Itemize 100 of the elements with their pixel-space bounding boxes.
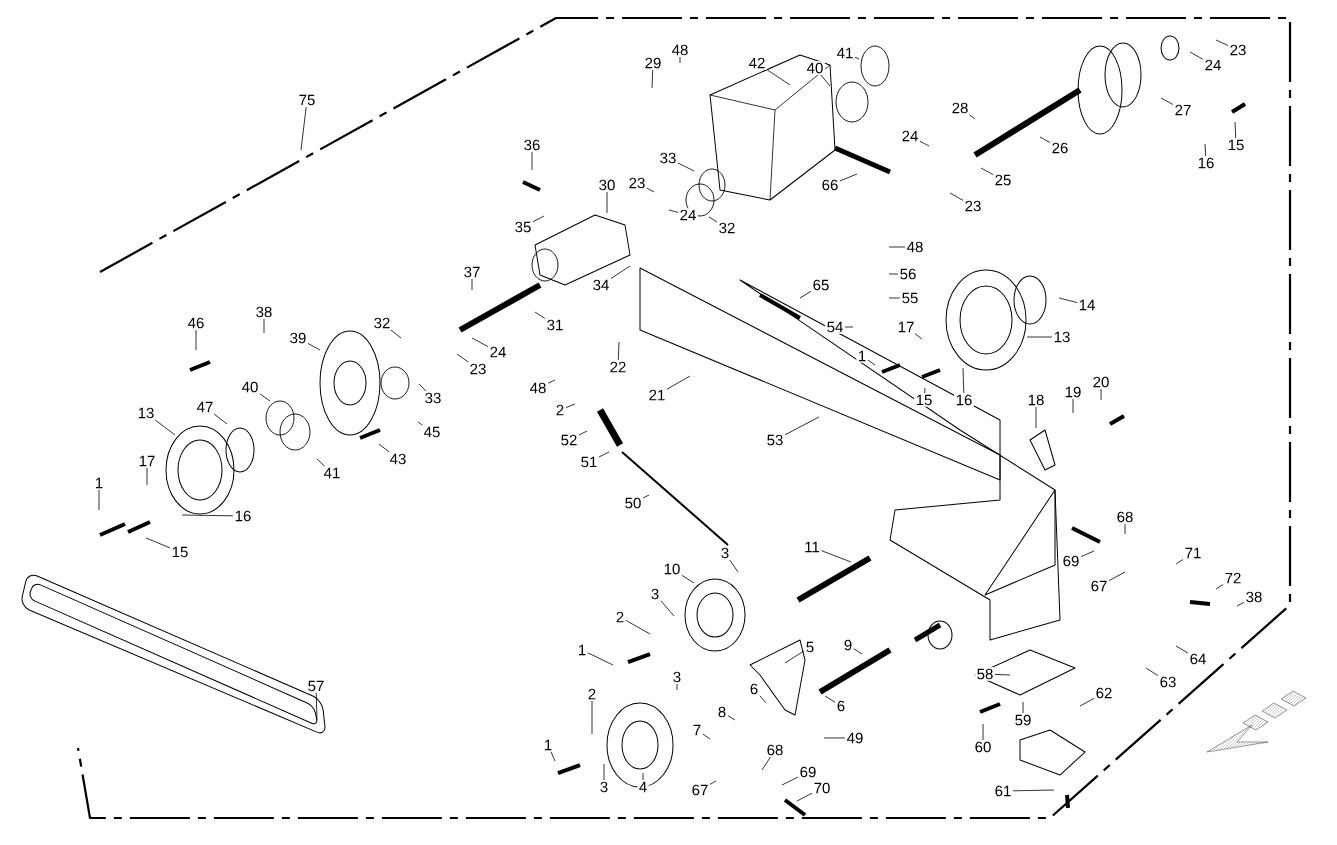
- leader-line: [784, 650, 805, 664]
- callout-number: 27: [1173, 103, 1193, 117]
- callout-number: 1: [576, 643, 588, 657]
- callout-number: 37: [462, 265, 482, 279]
- leader-line: [820, 74, 831, 87]
- callout-number: 61: [993, 784, 1013, 798]
- callout-number: 38: [254, 305, 274, 319]
- leader-line: [1175, 559, 1184, 565]
- leader-line: [316, 458, 326, 467]
- leader-line: [924, 387, 926, 394]
- leader-line: [1160, 97, 1174, 105]
- leader-line: [534, 311, 546, 319]
- leader-line: [668, 209, 679, 213]
- leader-line: [606, 191, 608, 214]
- callout-number: 40: [805, 61, 825, 75]
- callout-number: 15: [914, 393, 934, 407]
- callout-number: 48: [670, 43, 690, 57]
- callout-number: 60: [973, 740, 993, 754]
- callout-number: 72: [1223, 571, 1243, 585]
- callout-number: 32: [717, 221, 737, 235]
- callout-number: 67: [690, 783, 710, 797]
- leader-line: [1035, 406, 1037, 429]
- callout-number: 51: [579, 455, 599, 469]
- leader-line: [1204, 143, 1207, 157]
- leader-line: [598, 451, 610, 458]
- callout-number: 7: [691, 723, 703, 737]
- callout-number: 49: [845, 731, 865, 745]
- leader-line: [565, 403, 576, 409]
- leader-line: [617, 341, 620, 361]
- leader-line: [456, 353, 469, 363]
- callout-number: 3: [671, 670, 683, 684]
- callout-number: 9: [842, 638, 854, 652]
- leader-line: [550, 751, 556, 762]
- callout-number: 26: [1050, 141, 1070, 155]
- callout-number: 24: [488, 345, 508, 359]
- callout-number: 52: [559, 433, 579, 447]
- leader-line: [676, 683, 678, 691]
- callout-number: 48: [905, 240, 925, 254]
- leader-line: [766, 69, 791, 86]
- leader-line: [969, 114, 976, 120]
- leader-line: [660, 600, 675, 617]
- callout-number: 62: [1094, 686, 1114, 700]
- callout-number: 6: [835, 699, 847, 713]
- leader-line: [146, 467, 148, 486]
- callout-number: 43: [388, 452, 408, 466]
- callout-number: 50: [623, 496, 643, 510]
- callout-number: 13: [136, 406, 156, 420]
- leader-line: [263, 318, 265, 334]
- callout-number: 15: [1226, 138, 1246, 152]
- callout-number: 18: [1026, 393, 1046, 407]
- callout-number: 17: [137, 454, 157, 468]
- callout-number: 42: [747, 56, 767, 70]
- leader-line: [315, 692, 318, 721]
- callout-number: 31: [545, 318, 565, 332]
- leader-line: [727, 715, 736, 721]
- leader-line: [888, 297, 901, 299]
- callout-number: 36: [522, 138, 542, 152]
- leader-line: [888, 246, 906, 248]
- callout-number: 41: [322, 466, 342, 480]
- leader-line: [642, 772, 644, 781]
- callout-number: 68: [1115, 510, 1135, 524]
- callout-number: 3: [719, 546, 731, 560]
- callout-number: 32: [372, 316, 392, 330]
- leader-line: [796, 792, 813, 802]
- callout-number: 28: [950, 101, 970, 115]
- callout-number: 55: [900, 291, 920, 305]
- leader-line: [610, 265, 631, 279]
- callout-number: 1: [856, 349, 868, 363]
- leader-line: [1012, 789, 1055, 792]
- callout-number: 16: [954, 393, 974, 407]
- callout-number: 23: [1228, 43, 1248, 57]
- callout-number: 14: [1077, 298, 1097, 312]
- callout-number: 16: [1196, 156, 1216, 170]
- callout-number: 33: [423, 391, 443, 405]
- leader-line: [1072, 398, 1074, 414]
- callout-number: 68: [765, 743, 785, 757]
- callout-number: 67: [1089, 579, 1109, 593]
- callout-number: 46: [186, 316, 206, 330]
- leader-line: [591, 700, 593, 735]
- leader-line: [982, 723, 984, 741]
- callout-number: 10: [662, 562, 682, 576]
- leader-line: [1234, 121, 1237, 139]
- callout-number: 65: [811, 278, 831, 292]
- leader-line: [587, 652, 614, 666]
- callout-number: 69: [1061, 554, 1081, 568]
- leader-line: [471, 337, 489, 347]
- callout-number: 40: [240, 380, 260, 394]
- leader-line: [1039, 136, 1051, 143]
- leader-line: [1215, 39, 1229, 46]
- leader-line: [625, 619, 651, 635]
- leader-line: [195, 329, 197, 351]
- callout-number: 45: [422, 425, 442, 439]
- callout-number: 22: [608, 360, 628, 374]
- callout-number: 23: [627, 176, 647, 190]
- leader-line: [578, 430, 588, 436]
- callout-number: 2: [554, 403, 566, 417]
- leader-line: [666, 375, 691, 390]
- leader-line: [1236, 601, 1245, 607]
- leader-line: [844, 326, 854, 328]
- leader-line: [471, 278, 473, 291]
